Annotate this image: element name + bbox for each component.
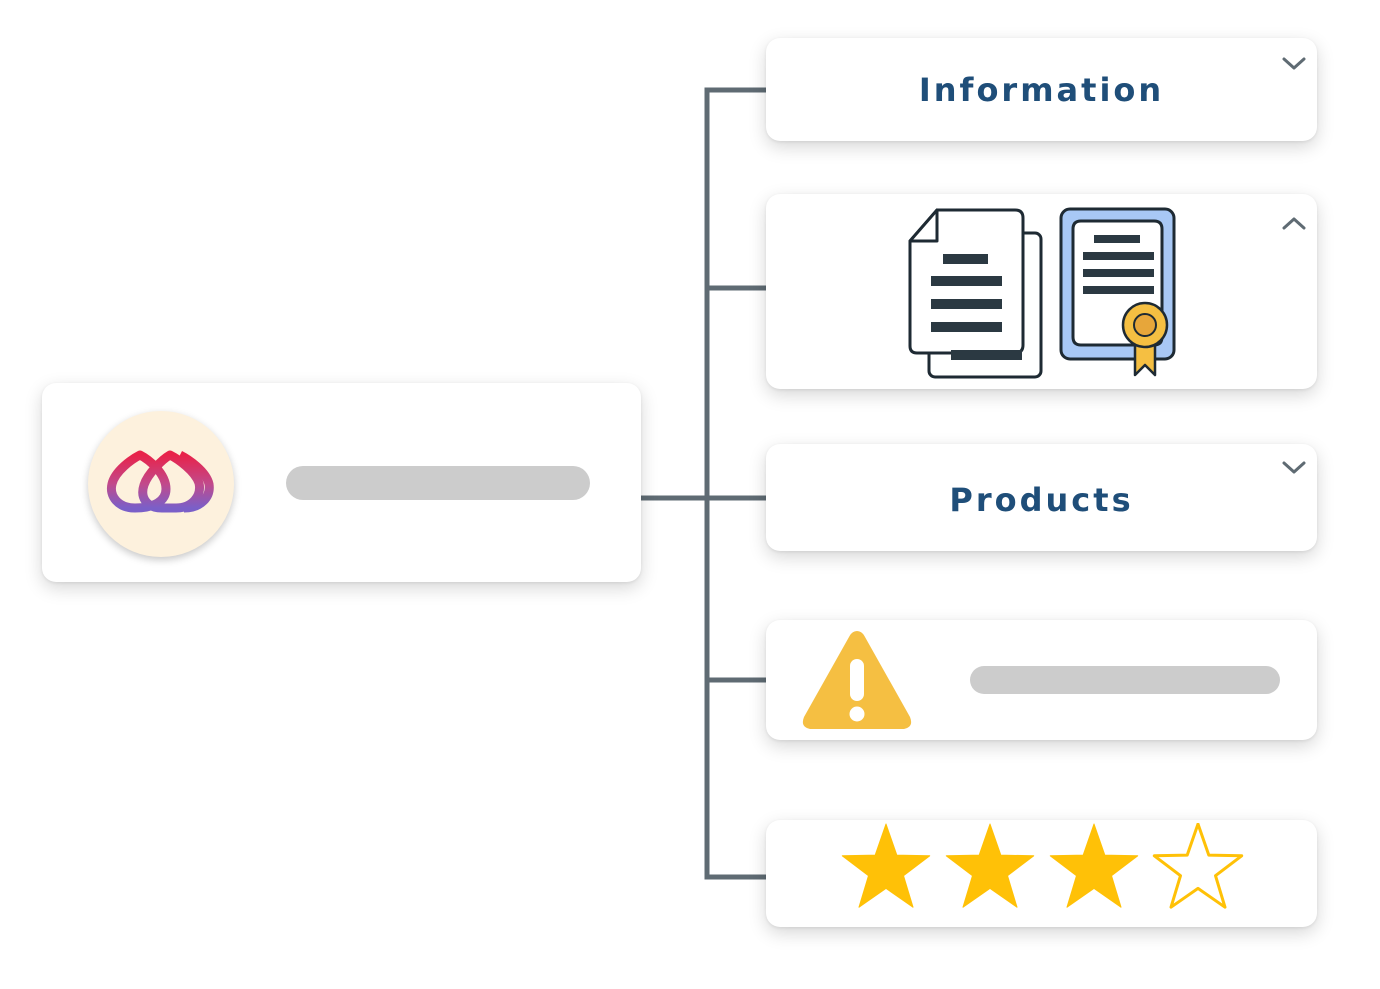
company-avatar — [88, 411, 234, 557]
chevron-up-icon[interactable] — [1280, 214, 1308, 234]
information-card[interactable]: Information — [766, 38, 1317, 141]
star-empty-icon — [1152, 823, 1244, 909]
rating-card — [766, 820, 1317, 927]
star-filled-icon — [1049, 823, 1139, 908]
star-filled-icon — [945, 823, 1035, 908]
information-title: Information — [918, 71, 1165, 109]
chevron-down-icon[interactable] — [1280, 54, 1308, 74]
documents-icon — [908, 208, 1043, 379]
star-rating — [841, 823, 1244, 909]
warning-icon — [802, 631, 912, 729]
products-card[interactable]: Products — [766, 444, 1317, 551]
interlocking-loops-logo-icon — [106, 450, 214, 513]
chevron-down-icon[interactable] — [1280, 458, 1308, 478]
company-name-placeholder — [286, 466, 590, 500]
products-title: Products — [949, 481, 1134, 519]
certificate-icon — [1059, 207, 1176, 377]
warning-text-placeholder — [970, 666, 1280, 694]
star-filled-icon — [841, 823, 931, 908]
